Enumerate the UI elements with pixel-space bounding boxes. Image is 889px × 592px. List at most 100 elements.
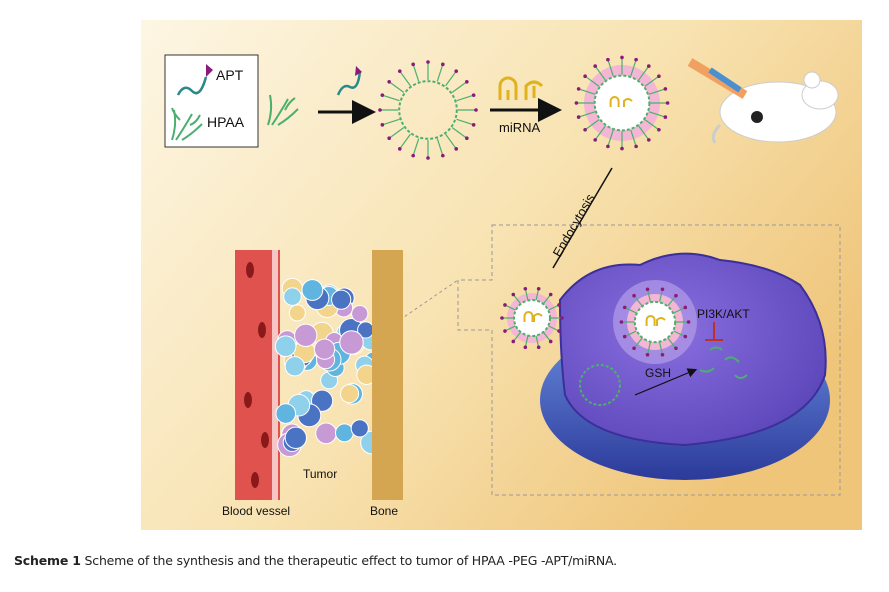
- aptamer-tip: [686, 320, 691, 324]
- aptamer-tip: [606, 144, 610, 149]
- aptamer-tip: [576, 87, 581, 91]
- tumor-cell: [288, 304, 306, 322]
- aptamer-tip: [426, 60, 430, 64]
- aptamer-tip: [683, 305, 688, 310]
- aptamer-tip: [557, 303, 561, 307]
- aptamer-tip: [397, 69, 402, 73]
- bone-label: Bone: [370, 504, 398, 518]
- tumor-cell: [301, 279, 324, 301]
- aptamer-tip: [663, 87, 668, 91]
- aptamer-tip: [380, 93, 385, 97]
- aptamer-tip: [657, 128, 661, 132]
- caption-label: Scheme 1: [14, 553, 81, 568]
- gsh-arrow: [634, 368, 698, 396]
- aptamer-icon: [176, 76, 208, 96]
- legend-hpaa-label: HPAA: [207, 114, 245, 130]
- red-blood-cell: [244, 392, 252, 408]
- tumor-cell: [284, 356, 305, 377]
- aptamer-tip: [441, 153, 445, 158]
- aptamer-tip: [622, 305, 627, 310]
- aptamer-tip: [503, 329, 507, 333]
- red-blood-cell: [246, 262, 254, 278]
- mirna-label: miRNA: [499, 120, 540, 135]
- aptamer-tip: [660, 352, 665, 357]
- aptamer-tip: [620, 55, 624, 60]
- released-polymer: [579, 346, 748, 406]
- aptamer-tip: [454, 69, 459, 73]
- aptamer-tip: [471, 123, 476, 127]
- figure-caption: Scheme 1 Scheme of the synthesis and the…: [14, 553, 617, 568]
- tumor-cell: [315, 422, 337, 445]
- aptamer-tip: [620, 146, 624, 151]
- aptamer-tip: [465, 79, 469, 84]
- aptamer-tip: [523, 286, 528, 291]
- aptamer-tip: [536, 345, 541, 350]
- aptamer-tip: [523, 345, 528, 350]
- aptamer-tip: [606, 57, 610, 62]
- tumor-cell: [283, 287, 302, 306]
- aptamer-tip: [622, 334, 627, 339]
- hpaa-polymer: [267, 94, 299, 126]
- bone: [372, 250, 403, 500]
- tumor-cell: [274, 335, 297, 358]
- aptamer-tip: [583, 128, 587, 132]
- aptamer-tip: [471, 93, 476, 97]
- aptamer-tip: [511, 339, 516, 344]
- tumor-cell: [351, 305, 369, 323]
- aptamer-tip: [683, 334, 688, 339]
- aptamer-tip: [548, 339, 553, 344]
- tumor-cells: [274, 277, 385, 458]
- aptamer-tip: [378, 108, 382, 112]
- red-blood-cell: [251, 472, 259, 488]
- red-blood-cell: [258, 322, 266, 338]
- aptamer-tip: [593, 138, 597, 142]
- blood-vessel-label: Blood vessel: [222, 504, 290, 518]
- aptamer-tip: [632, 346, 636, 351]
- aptamer-tip: [657, 74, 661, 78]
- aptamer-tip: [665, 101, 670, 105]
- aptamer-tip: [647, 138, 651, 142]
- legend-box: APT HPAA: [164, 54, 259, 148]
- aptamer-tip: [576, 115, 581, 119]
- aptamer-tip: [503, 303, 507, 307]
- aptamer-tip: [674, 293, 678, 298]
- aptamer-tip: [634, 57, 638, 62]
- aptamer-tip: [663, 115, 668, 119]
- tumor-cell: [350, 419, 369, 438]
- hpaa-icon: [171, 107, 203, 141]
- aptamer-tip: [536, 286, 541, 291]
- aptamer-tip: [441, 62, 445, 67]
- tumor-cell: [275, 403, 297, 424]
- zoom-box: [457, 224, 841, 496]
- aptamer-tip: [645, 352, 650, 357]
- aptamer-tip: [387, 136, 391, 141]
- aptamer-tip: [511, 292, 516, 297]
- aptamer-tip: [593, 64, 597, 68]
- tumor-cell: [339, 384, 360, 404]
- tumor-cell: [335, 423, 354, 443]
- aptamer: [336, 70, 362, 96]
- legend-apt-label: APT: [216, 67, 244, 83]
- aptamer-tip: [557, 329, 561, 333]
- loaded-nanoparticle: [574, 55, 670, 151]
- aptamer-tip: [397, 147, 402, 151]
- aptamer-tip: [647, 64, 651, 68]
- aptamer-tip: [583, 74, 587, 78]
- aptamer-tip: [645, 287, 650, 292]
- aptamer-tip: [632, 293, 636, 298]
- aptamer-tip: [411, 153, 415, 158]
- syringe-icon: [687, 58, 748, 99]
- aptamer-tip: [411, 62, 415, 67]
- tumor-label: Tumor: [303, 467, 337, 481]
- aptamer-tip: [574, 101, 579, 105]
- aptamer-tip: [387, 79, 391, 84]
- aptamer-tip: [474, 108, 478, 112]
- caption-text: Scheme of the synthesis and the therapeu…: [84, 553, 618, 568]
- tumor-cell: [540, 252, 830, 480]
- tumor-cell: [313, 338, 336, 360]
- aptamer-tip: [500, 316, 504, 320]
- tumor-cell: [284, 426, 307, 449]
- tumor-cell: [339, 330, 364, 355]
- aptamer-tip: [548, 292, 553, 297]
